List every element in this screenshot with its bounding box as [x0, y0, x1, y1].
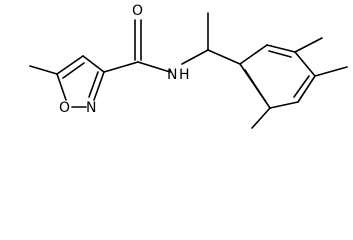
bond-c3-c4	[82, 55, 105, 73]
bond-ar3-ar4	[294, 51, 316, 77]
bond-ar2-ar3	[266, 44, 296, 53]
amide-nitrogen-label: N	[167, 67, 177, 83]
bond-ar5-ar6	[269, 101, 299, 109]
ring-oxygen-label: O	[59, 100, 70, 116]
bond-c5-methyl	[29, 65, 58, 75]
atom-labels: O N H N O	[59, 3, 190, 116]
ring-nitrogen-label: N	[86, 100, 96, 116]
bond-ar2-ar3-double	[268, 50, 292, 58]
bond-c4-c5	[56, 55, 84, 75]
bond-ar6-ar1-double	[244, 69, 267, 103]
structure-drawing: O N H N O	[29, 3, 348, 129]
bond-ar4-ar5-double	[293, 75, 310, 98]
bond-c3-carbonyl	[103, 61, 139, 73]
bond-ar4-methyl	[314, 66, 348, 77]
bond-c5-o1	[56, 73, 67, 101]
bond-n2-c3-double	[88, 71, 99, 98]
bond-n2-c3	[93, 71, 105, 101]
bond-ch-aryl	[207, 49, 241, 65]
carbonyl-oxygen-label: O	[132, 3, 143, 19]
bond-carbonyl-n	[137, 61, 171, 73]
bond-ar4-ar5	[297, 75, 316, 103]
bond-c4-c5-double	[62, 62, 85, 79]
bond-ar1-ar2	[239, 44, 268, 65]
bond-ar6-methyl	[251, 107, 271, 129]
bonds	[29, 12, 348, 129]
bond-n-ch	[181, 49, 209, 65]
amide-hydrogen-label: H	[179, 67, 190, 83]
molecule-diagram: O N H N O	[29, 3, 348, 129]
bond-ar3-methyl	[294, 37, 323, 53]
